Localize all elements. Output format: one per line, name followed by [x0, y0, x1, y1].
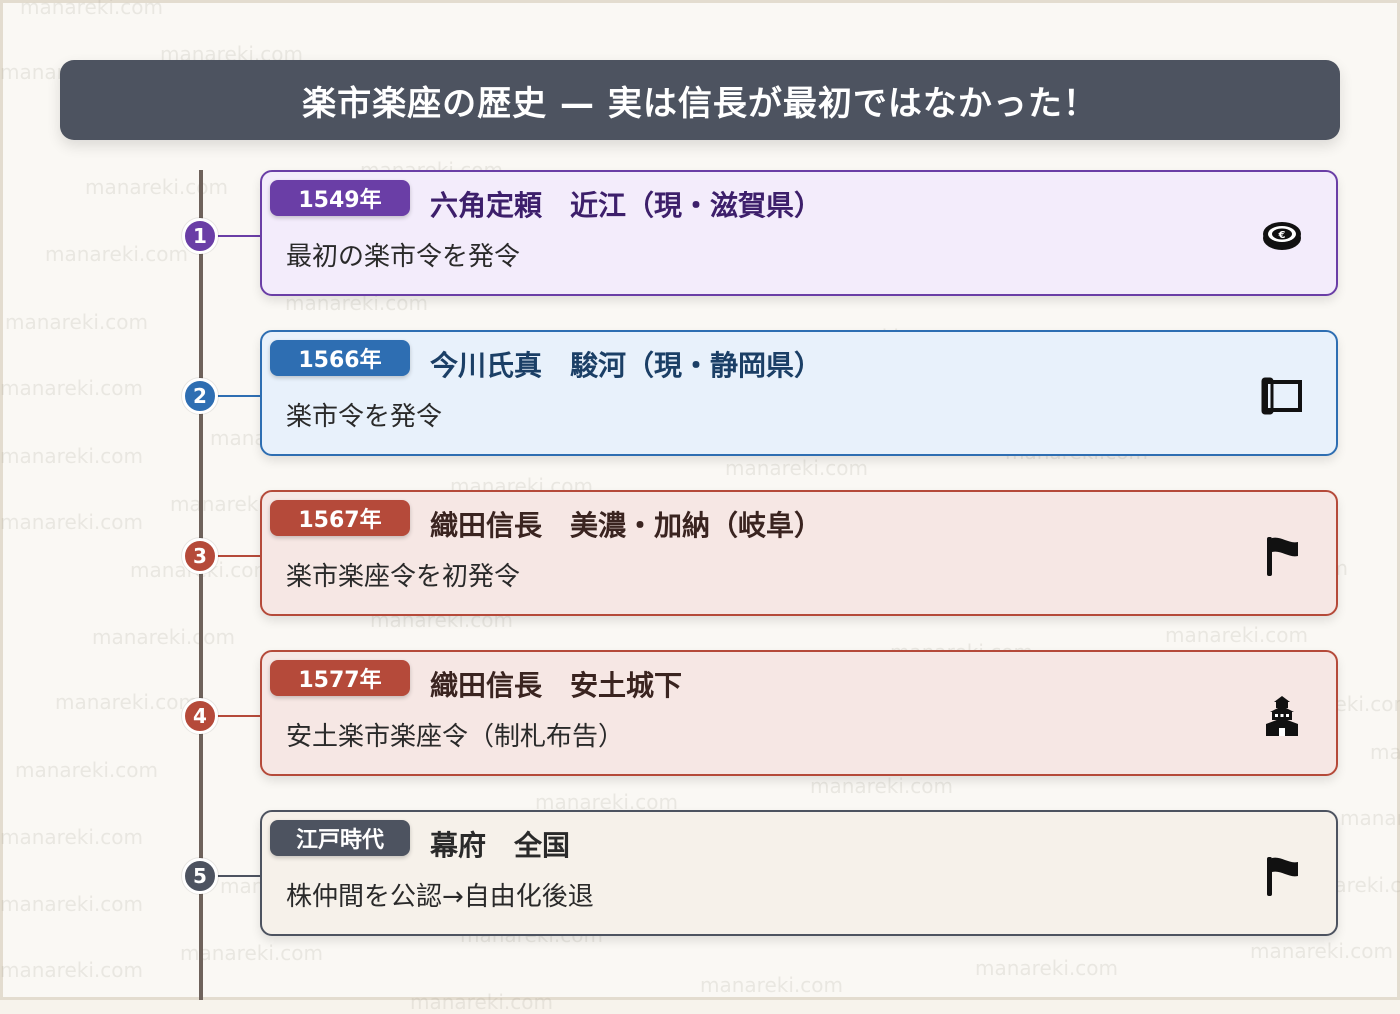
- event-date-badge: 1567年: [270, 500, 410, 536]
- flag-icon: [1258, 852, 1306, 900]
- event-date-badge: 江戸時代: [270, 820, 410, 856]
- event-card: 1549年六角定頼 近江（現・滋賀県） 最初の楽市令を発令 €: [260, 170, 1338, 296]
- event-title: 今川氏真 駿河（現・静岡県）: [430, 349, 823, 382]
- event-title: 幕府 全国: [430, 829, 571, 862]
- event-card: 江戸時代幕府 全国株仲間を公認→自由化後退: [260, 810, 1338, 936]
- event-date-badge: 1566年: [270, 340, 410, 376]
- event-title: 織田信長 安土城下: [430, 669, 683, 702]
- event-card: 1577年織田信長 安土城下安土楽市楽座令（制札布告）: [260, 650, 1338, 776]
- event-description: 株仲間を公認→自由化後退: [286, 882, 594, 912]
- timeline-node: 4: [182, 698, 218, 734]
- event-date-badge: 1549年: [270, 180, 410, 216]
- timeline-node: 2: [182, 378, 218, 414]
- svg-text:€: €: [1278, 230, 1286, 241]
- event-date-badge: 1577年: [270, 660, 410, 696]
- event-description: 楽市令を発令: [286, 402, 443, 432]
- timeline-connector: [210, 715, 260, 717]
- event-title: 織田信長 美濃・加納（岐阜）: [430, 509, 823, 542]
- timeline-node: 5: [182, 858, 218, 894]
- event-card: 1567年織田信長 美濃・加納（岐阜） 楽市楽座令を初発令: [260, 490, 1338, 616]
- timeline-connector: [210, 395, 260, 397]
- timeline-connector: [210, 555, 260, 557]
- event-description: 最初の楽市令を発令: [286, 242, 521, 272]
- scroll-icon: [1258, 372, 1306, 420]
- page-title-bar: 楽市楽座の歴史 — 実は信長が最初ではなかった！: [60, 60, 1340, 140]
- flag-icon: [1258, 532, 1306, 580]
- timeline-node: 1: [182, 218, 218, 254]
- castle-icon: [1258, 692, 1306, 740]
- timeline-connector: [210, 875, 260, 877]
- timeline-node: 3: [182, 538, 218, 574]
- event-description: 安土楽市楽座令（制札布告）: [286, 722, 625, 752]
- timeline-connector: [210, 235, 260, 237]
- coin-icon: €: [1258, 212, 1306, 260]
- page-title: 楽市楽座の歴史 — 実は信長が最初ではなかった！: [302, 83, 1098, 124]
- event-title: 六角定頼 近江（現・滋賀県）: [430, 189, 823, 222]
- event-card: 1566年今川氏真 駿河（現・静岡県） 楽市令を発令: [260, 330, 1338, 456]
- event-description: 楽市楽座令を初発令: [286, 562, 521, 592]
- timeline-axis: [199, 170, 203, 1000]
